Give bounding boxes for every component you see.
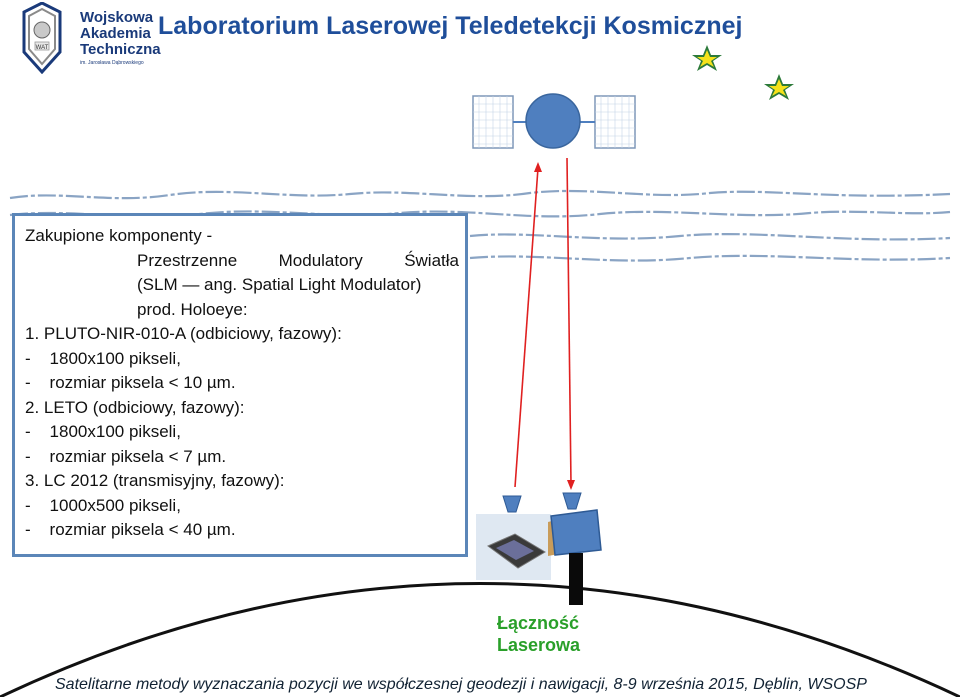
star-icon bbox=[764, 74, 794, 100]
component-spec: - rozmiar piksela < 7 µm. bbox=[25, 446, 227, 466]
earth-horizon-curve bbox=[0, 582, 960, 697]
component-heading: 1. PLUTO-NIR-010-A (odbiciowy, fazowy): bbox=[25, 324, 342, 343]
svg-text:WAT: WAT bbox=[36, 45, 49, 51]
laser-link-label: Łączność Laserowa bbox=[497, 613, 581, 655]
wat-logo: WAT Wojskowa Akademia Techniczna im. Jar… bbox=[22, 1, 161, 75]
component-heading: 2. LETO (odbiciowy, fazowy): bbox=[25, 397, 245, 417]
component-spec: - 1000x500 pikseli, bbox=[25, 495, 181, 515]
intro-text: Zakupione komponenty - bbox=[25, 226, 213, 245]
component-spec: - 1800x100 pikseli, bbox=[25, 422, 181, 441]
component-spec: - rozmiar piksela < 10 µm. bbox=[25, 373, 236, 392]
wat-logo-text: Wojskowa Akademia Techniczna bbox=[80, 9, 161, 58]
page-title: Laboratorium Laserowej Teledetekcji Kosm… bbox=[158, 12, 743, 40]
slm-note: (SLM — ang. Spatial Light Modulator) bbox=[137, 275, 422, 294]
laser-beam bbox=[514, 162, 542, 488]
component-heading: 3. LC 2012 (transmisyjny, fazowy): bbox=[25, 471, 285, 490]
ground-station-icon bbox=[502, 492, 602, 605]
components-textbox: Zakupione komponenty - Przestrzenne Modu… bbox=[12, 213, 468, 557]
star-icon bbox=[692, 45, 722, 71]
satellite-icon bbox=[472, 93, 636, 149]
wat-logo-subtitle: im. Jarosława Dąbrowskiego bbox=[80, 60, 144, 66]
laser-beam bbox=[566, 157, 575, 490]
vendor-text: prod. Holoeye: bbox=[137, 299, 248, 319]
component-spec: - rozmiar piksela < 40 µm. bbox=[25, 520, 236, 539]
footer-caption: Satelitarne metody wyznaczania pozycji w… bbox=[55, 676, 867, 693]
slm-title: Przestrzenne Modulatory Światła bbox=[137, 250, 459, 270]
wat-shield-emblem-icon: WAT bbox=[22, 1, 62, 75]
component-spec: - 1800x100 pikseli, bbox=[25, 348, 181, 368]
